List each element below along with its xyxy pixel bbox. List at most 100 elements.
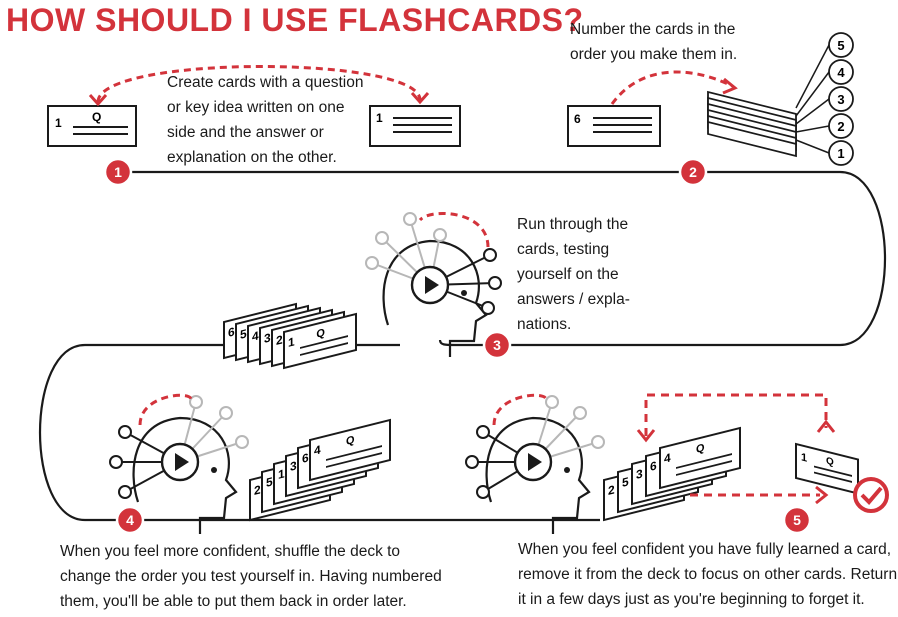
step-badge [482, 330, 512, 360]
deck-card-number: 2 [608, 482, 615, 498]
deck-card-number: 1 [288, 334, 295, 350]
deck-card-number: 5 [266, 474, 273, 490]
step1-back-card-number: 1 [376, 111, 383, 125]
step4-text: When you feel more confident, shuffle th… [60, 543, 442, 610]
step-badge [103, 157, 133, 187]
deck-card-number: 3 [636, 466, 643, 482]
step1-front-card: 1 Q [47, 105, 137, 147]
step4-deck: 2Q5Q1Q3Q6Q4Q [249, 418, 391, 522]
stack-number: 1 [837, 146, 844, 161]
leader-line [795, 71, 830, 117]
brain-node-icon [118, 425, 132, 439]
brain-node-icon [481, 301, 495, 315]
step2-card-number: 6 [574, 112, 581, 126]
brain-node-icon [476, 425, 490, 439]
step-badge-number: 5 [793, 512, 801, 528]
step2-card-stack [707, 90, 797, 158]
brain-node-icon [375, 231, 389, 245]
deck-card: 1Q [283, 312, 357, 370]
step5-removed-card-number: 1 [801, 451, 807, 464]
stack-number-circle [828, 140, 854, 166]
stack-card [707, 120, 797, 158]
step2-text: Number the cards in the order you make t… [570, 21, 738, 63]
brain-node-icon [109, 455, 123, 469]
dashed-arrow-icon [138, 393, 193, 426]
step1-front-card-number: 1 [55, 116, 62, 130]
stack-number: 2 [837, 119, 844, 134]
step5-removed-card: 1 Q [795, 442, 859, 495]
deck-card-number: 2 [276, 332, 283, 348]
step5-return-arrow-icon [644, 393, 828, 436]
step5-deck: 2Q5Q3Q6Q4Q [603, 426, 741, 522]
brain-node-icon [219, 406, 233, 420]
step1-flip-arrow-icon [96, 65, 422, 103]
stack-number-circle [828, 32, 854, 58]
deck-card-number: 2 [254, 482, 261, 498]
step-badge-number: 2 [689, 164, 697, 180]
step-badge [115, 505, 145, 535]
leader-line [795, 98, 830, 125]
deck-card-number: 3 [290, 458, 297, 474]
stack-number-circle [828, 86, 854, 112]
deck-card-number: 6 [650, 458, 657, 474]
stack-number: 4 [837, 65, 845, 80]
step-badge-number: 4 [126, 512, 134, 528]
brain-node-icon [365, 256, 379, 270]
deck-card: 4Q [659, 426, 741, 490]
brain-node-icon [591, 435, 605, 449]
step1-front-card-q: Q [92, 110, 101, 124]
brain-node-icon [118, 485, 132, 499]
step-badge-number: 3 [493, 337, 501, 353]
deck-card-number: 1 [278, 466, 285, 482]
head-outline [132, 416, 238, 534]
step-badge [782, 505, 812, 535]
leader-line [795, 44, 830, 109]
step4-head [109, 393, 249, 534]
step1-text: Create cards with a question or key idea… [167, 74, 364, 166]
deck-card-number: 6 [228, 324, 235, 340]
brain-node-icon [433, 228, 447, 242]
deck-card-number: 3 [264, 330, 271, 346]
deck-card-number: 4 [252, 328, 259, 344]
deck-card-q: Q [696, 442, 705, 456]
step3-head [365, 211, 502, 357]
step-badge [678, 157, 708, 187]
step2-arrow-icon [610, 70, 733, 105]
page-title: HOW SHOULD I USE FLASHCARDS? [6, 2, 584, 38]
deck-card-number: 5 [622, 474, 629, 490]
step1-back-card: 1 [369, 105, 461, 147]
brain-node-icon [483, 248, 497, 262]
step5-head [465, 393, 605, 534]
brain-node-icon [476, 485, 490, 499]
step5-removed-card-q: Q [826, 456, 834, 469]
deck-card: 4Q [309, 418, 391, 482]
deck-card-q: Q [316, 327, 325, 341]
brain-node-icon [545, 395, 559, 409]
step3-deck: 6Q5Q4Q3Q2Q1Q [223, 302, 357, 370]
step-badge-number: 1 [114, 164, 122, 180]
brain-node-icon [235, 435, 249, 449]
deck-card-number: 4 [314, 442, 321, 458]
brain-node-icon [488, 276, 502, 290]
leader-line [795, 125, 830, 133]
deck-card-q: Q [346, 434, 355, 448]
head-outline [485, 416, 591, 534]
stack-number-circle [828, 113, 854, 139]
leader-line [795, 139, 830, 154]
stack-number-circle [828, 59, 854, 85]
brain-node-icon [403, 212, 417, 226]
brain-node-icon [465, 455, 479, 469]
deck-card-number: 4 [664, 450, 671, 466]
deck-card-number: 6 [302, 450, 309, 466]
step3-text: Run through the cards, testing yourself … [517, 216, 630, 333]
checkmark-icon [853, 477, 889, 513]
step2-card: 6 [567, 105, 661, 147]
deck-card-number: 5 [240, 326, 247, 342]
step5-text: When you feel confident you have fully l… [518, 541, 898, 608]
brain-node-icon [573, 406, 587, 420]
brain-node-icon [189, 395, 203, 409]
